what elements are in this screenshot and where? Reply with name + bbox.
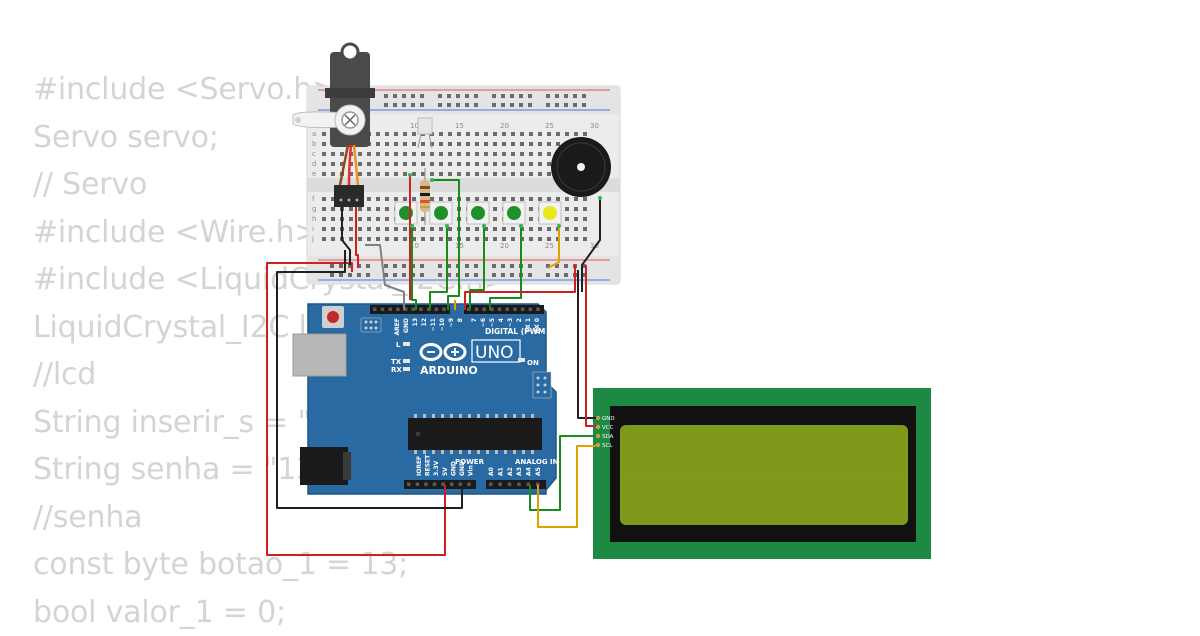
usb-port [293,334,346,376]
buzzer [551,137,611,197]
bb-row-e: e [312,170,316,178]
arduino-brand: ARDUINO [420,364,478,377]
lcd-pin-scl: SCL [602,443,613,449]
analog-pin-label: A2 [507,467,514,476]
power-pin-label: 5V [442,467,449,476]
tx-label: TX [391,358,402,366]
push-button-1[interactable] [395,202,417,224]
top-pin-label: AREF [394,318,401,335]
bb-row-h: h [312,215,316,223]
top-pin-label: ~3 [507,318,514,327]
lcd-pin-sda: SDA [602,434,614,440]
bb-col-25-bottom: 25 [545,242,554,250]
push-button-3[interactable] [467,202,489,224]
on-label: ON [527,359,539,367]
analog-pin-label: A1 [497,467,504,476]
top-pin-label: 2 [516,318,523,322]
analog-pin-label: A3 [516,467,523,476]
top-pin-label: 8 [457,318,464,322]
power-pin-label: Vin [468,465,475,476]
header-power [404,480,476,489]
bb-row-b: b [312,140,317,148]
analog-header-label: ANALOG IN [515,458,559,466]
bb-row-j: j [311,235,314,243]
bb-col-25: 25 [545,122,554,130]
l-led-label: L [396,341,401,349]
analog-pin-label: A5 [535,467,542,476]
lcd-pin-gnd: GND [602,416,615,422]
top-pin-label: GND [403,318,410,333]
top-pin-label: 4 [498,318,505,322]
bb-row-c: c [312,150,316,158]
arduino-model: UNO [475,343,514,363]
top-pin-label: ~10 [439,318,446,331]
bb-col-30: 30 [590,122,599,130]
top-pin-label: ~6 [480,318,487,327]
bb-col-20: 20 [500,122,509,130]
top-pin-label: ~9 [448,318,455,327]
analog-pin-label: A4 [526,467,533,476]
top-pin-label: 7 [471,318,478,322]
bb-row-i: i [312,225,314,233]
top-pin-label: ~11 [430,318,437,331]
top-pin-label: ~5 [489,318,496,327]
microcontroller-chip [408,418,542,450]
push-button-2[interactable] [430,202,452,224]
top-pin-label: 12 [421,318,428,326]
lcd-pin-vcc: VCC [602,425,614,431]
digital-header-label: DIGITAL (PWM ~) [485,327,558,336]
power-pin-label: IOREF [416,456,423,476]
analog-pin-label: A0 [488,467,495,476]
power-jack [300,447,348,485]
push-button-5[interactable] [539,202,561,224]
bb-row-d: d [312,160,316,168]
rx-label: RX [391,366,402,374]
power-header-label: POWER [455,458,485,466]
top-pin-label: 13 [412,318,419,326]
bb-col-15: 15 [455,122,464,130]
lcd-module: GND VCC SDA SCL [593,388,931,559]
bb-col-20-bottom: 20 [500,242,509,250]
bb-row-a: a [312,130,316,138]
reset-button[interactable] [327,311,339,323]
push-button-4[interactable] [503,202,525,224]
bb-row-g: g [312,205,316,213]
power-pin-label: RESET [425,454,432,476]
power-pin-label: 3.3V [433,460,440,476]
